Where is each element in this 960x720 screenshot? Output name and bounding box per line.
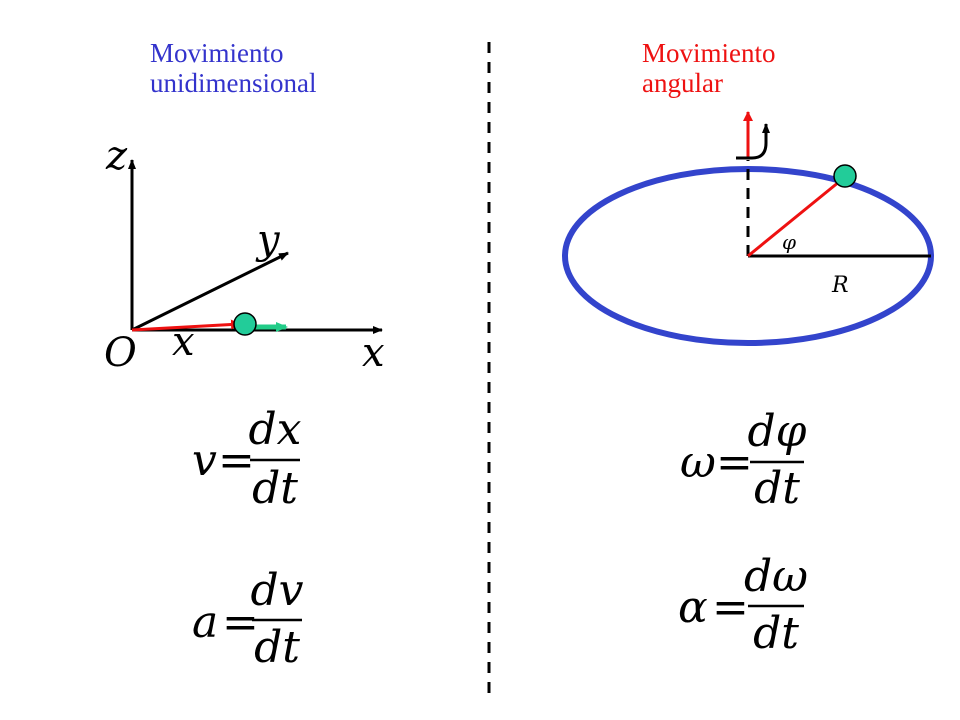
equation-angular-velocity-lhs: ω xyxy=(680,437,716,488)
rotation-direction-arrow xyxy=(736,123,770,160)
x-axis-label: x xyxy=(362,330,385,376)
equation-angular-acceleration: α = dω dt xyxy=(678,551,808,659)
position-label: x xyxy=(172,319,195,365)
equation-acceleration: a = dv dt xyxy=(192,565,304,673)
equation-acceleration-denominator: dt xyxy=(254,622,300,673)
z-axis-label: z xyxy=(105,133,128,179)
equation-angular-acceleration-equals: = xyxy=(712,582,749,633)
right-title-line2: angular xyxy=(642,68,723,98)
equation-acceleration-numerator: dv xyxy=(250,565,303,616)
equation-acceleration-equals: = xyxy=(222,597,259,648)
left-title-line2: unidimensional xyxy=(150,68,317,98)
equation-velocity-lhs: v xyxy=(192,435,217,486)
rotating-particle-dot xyxy=(833,164,857,188)
equation-angular-acceleration-numerator: dω xyxy=(744,551,808,602)
left-title: Movimiento unidimensional xyxy=(150,38,316,98)
angle-label: φ xyxy=(782,230,796,254)
radius-label: R xyxy=(831,273,849,298)
position-vector xyxy=(131,319,241,332)
equation-velocity-equals: = xyxy=(218,435,255,486)
equation-angular-acceleration-denominator: dt xyxy=(753,608,799,659)
equation-acceleration-lhs: a xyxy=(192,597,218,648)
left-title-line1: Movimiento xyxy=(150,38,284,68)
right-title-line1: Movimiento xyxy=(642,38,776,68)
particle-dot xyxy=(233,312,257,336)
right-title: Movimiento angular xyxy=(642,38,776,98)
y-axis xyxy=(131,251,289,332)
equation-velocity: v = dx dt xyxy=(192,404,302,514)
equation-velocity-denominator: dt xyxy=(252,463,298,514)
radius-vector xyxy=(747,175,846,258)
equation-angular-acceleration-lhs: α xyxy=(678,582,708,633)
y-axis-label: y xyxy=(255,217,281,263)
equation-angular-velocity-denominator: dt xyxy=(754,463,800,514)
cartesian-axes xyxy=(128,159,383,334)
equation-angular-velocity-equals: = xyxy=(716,437,753,488)
equation-angular-velocity: ω = dφ dt xyxy=(680,406,807,514)
equation-velocity-numerator: dx xyxy=(249,404,302,455)
origin-label: O xyxy=(104,330,137,376)
equation-angular-velocity-numerator: dφ xyxy=(748,406,807,457)
